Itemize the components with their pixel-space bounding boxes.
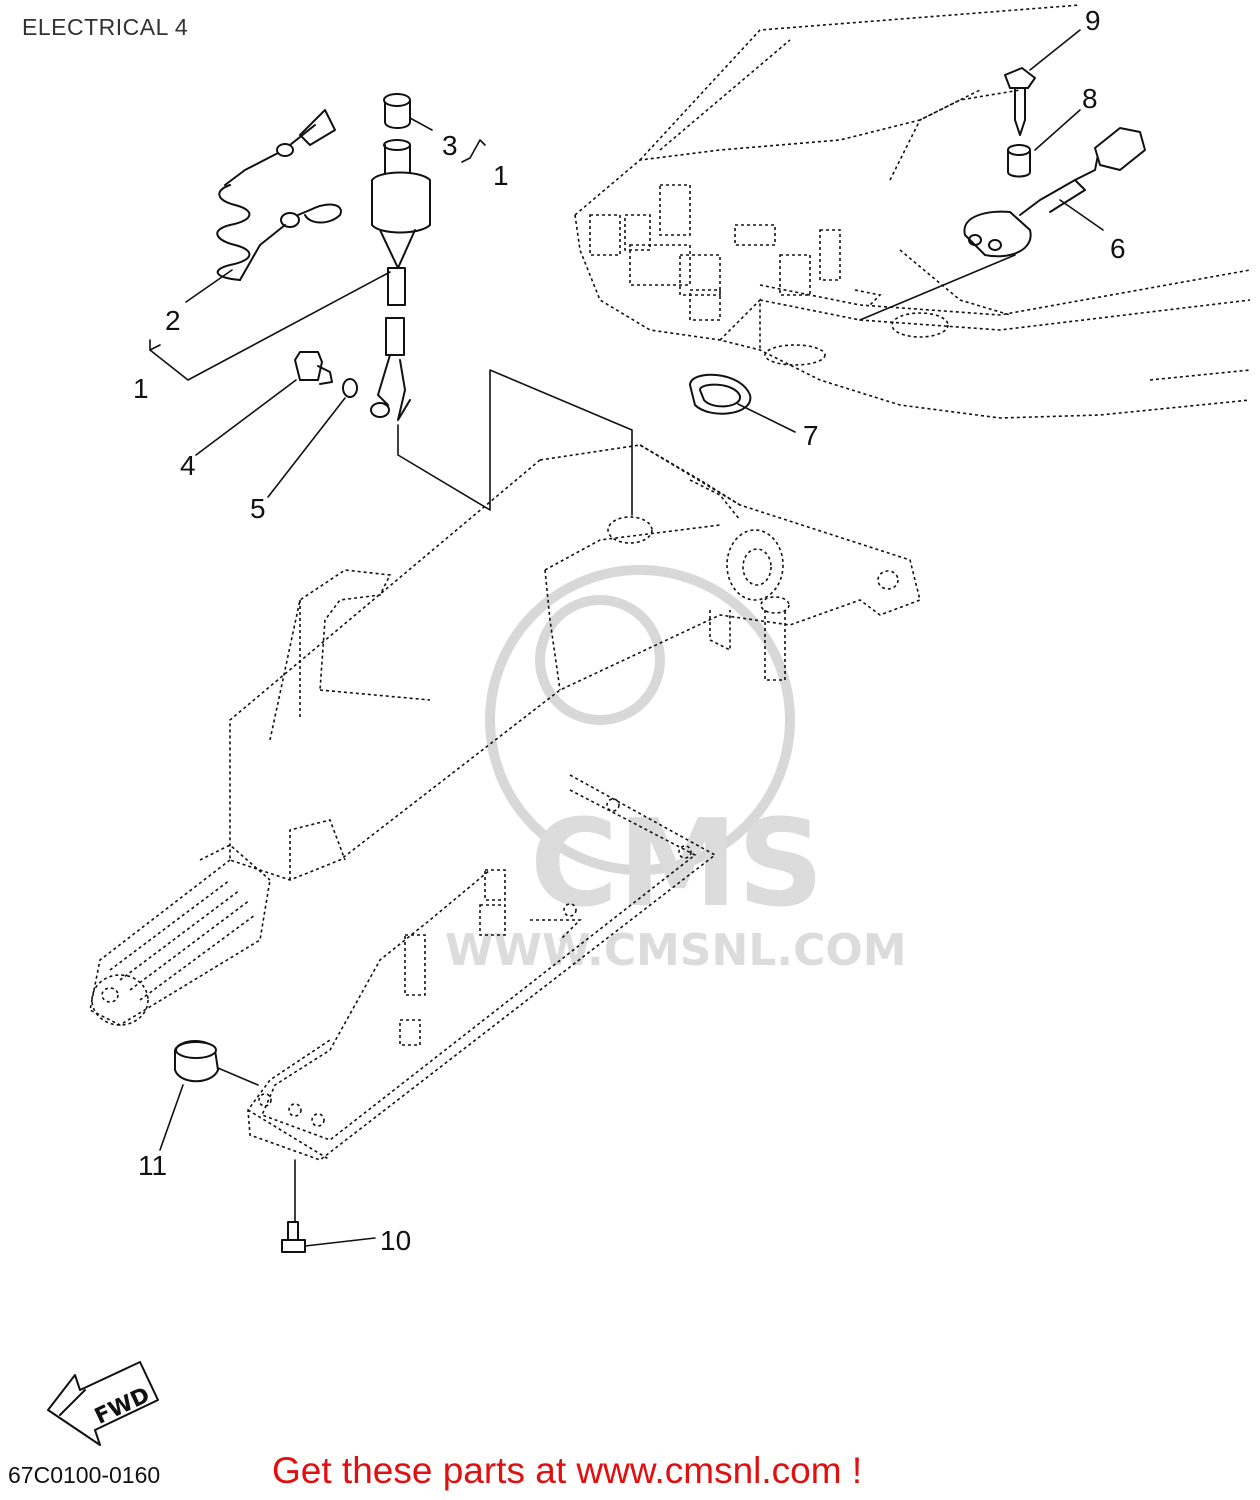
part-label-11: 11: [138, 1150, 167, 1181]
watermark-url: WWW.CMSNL.COM: [445, 925, 907, 976]
fwd-arrow-icon: FWD: [47, 1361, 159, 1446]
part-label-6: 6: [1110, 233, 1126, 264]
lead-wire-illustration: [963, 67, 1146, 258]
grommet-illustration: [689, 373, 752, 415]
bottom-cowling-illustration: [574, 4, 1251, 419]
part-label-7: 7: [803, 420, 819, 451]
lanyard-coil-illustration: [216, 109, 342, 281]
diagram-code: 67C0100-0160: [8, 1462, 161, 1488]
part-label-9: 9: [1085, 5, 1101, 36]
part-label-2: 2: [165, 305, 181, 336]
part-label-3: 3: [442, 130, 458, 161]
watermark-logo: CMS WWW.CMSNL.COM: [445, 565, 907, 976]
stop-switch-illustration: [370, 93, 431, 421]
leader-lines: [149, 29, 1104, 1247]
cta-link[interactable]: Get these parts at www.cmsnl.com !: [272, 1450, 863, 1491]
plug-bolt-illustration: [174, 1040, 306, 1253]
part-label-8: 8: [1082, 83, 1098, 114]
watermark-cms: CMS: [530, 795, 824, 934]
steering-handle-illustration: [89, 444, 921, 1026]
part-label-5: 5: [250, 493, 266, 524]
part-label-1-left: 1: [133, 373, 149, 404]
part-label-10: 10: [380, 1225, 411, 1256]
part-label-4: 4: [180, 450, 196, 481]
bolt-washer-illustration: [294, 351, 358, 398]
part-label-1-right: 1: [493, 160, 509, 191]
lower-case-illustration: [247, 774, 717, 1161]
part-labels: 1 1 2 3 4 5 6 7 8 9 10 11: [133, 5, 1126, 1256]
diagram-title: ELECTRICAL 4: [22, 14, 189, 40]
